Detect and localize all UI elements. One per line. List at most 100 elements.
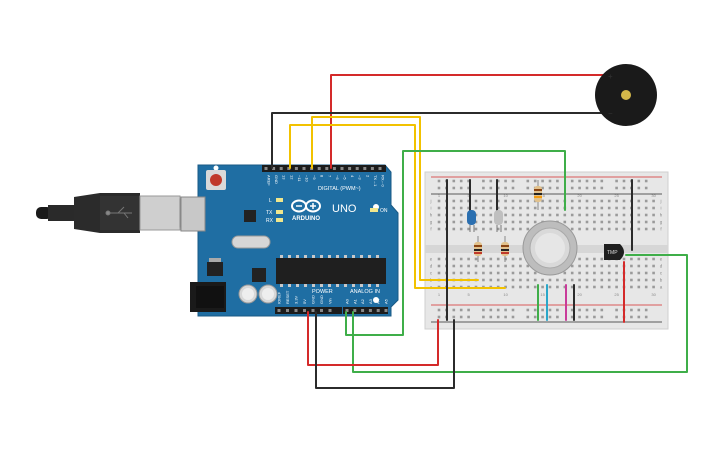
digital-pin	[302, 167, 306, 170]
rail-hole	[570, 179, 574, 183]
breadboard-hole	[511, 285, 515, 289]
breadboard-hole	[474, 271, 478, 275]
column-number: 30	[651, 292, 656, 297]
rail-hole	[600, 186, 604, 190]
rail-hole	[459, 315, 463, 319]
column-number: 5	[467, 292, 470, 297]
breadboard-hole	[585, 264, 589, 268]
analog-pin-label: A5	[384, 298, 389, 304]
breadboard-hole	[622, 257, 626, 261]
temp-sensor-label: TMP	[607, 250, 618, 256]
breadboard-hole	[541, 213, 544, 217]
power-pin-label: GND	[311, 295, 316, 304]
breadboard-hole	[630, 278, 633, 282]
wire-buzzer-black	[271, 112, 606, 169]
led-rx-label: RX	[266, 218, 274, 224]
breadboard-hole	[644, 206, 648, 210]
rail-hole	[452, 315, 456, 319]
power-pin	[328, 309, 332, 312]
row-letter: j	[430, 199, 432, 204]
rail-hole	[489, 308, 493, 312]
breadboard-hole	[644, 271, 648, 275]
breadboard-hole	[452, 199, 456, 203]
breadboard-hole	[585, 257, 589, 261]
breadboard-hole	[437, 220, 441, 224]
rail-hole	[467, 315, 470, 319]
column-number: 20	[577, 292, 582, 297]
rail-hole	[496, 179, 500, 183]
row-letter: g	[430, 220, 433, 225]
breadboard-hole	[556, 285, 559, 289]
breadboard-hole	[644, 264, 648, 268]
digital-label: DIGITAL (PWM~)	[318, 186, 361, 192]
breadboard-hole	[593, 199, 596, 203]
breadboard-hole	[593, 278, 596, 282]
breadboard-hole	[533, 220, 537, 224]
rail-hole	[511, 315, 515, 319]
breadboard-hole	[548, 278, 552, 282]
digital-pin	[294, 167, 298, 170]
digital-pin-label: AREF	[267, 175, 272, 186]
rail-hole	[548, 315, 552, 319]
breadboard-hole	[541, 206, 544, 210]
breadboard-hole	[556, 278, 559, 282]
breadboard-hole	[511, 271, 515, 275]
breadboard-hole	[482, 213, 485, 217]
rail-hole	[630, 315, 633, 319]
rail-hole	[467, 179, 470, 183]
power-pin	[311, 309, 315, 312]
wire-green-1	[345, 150, 566, 336]
breadboard-hole	[593, 220, 596, 224]
resistor-3	[534, 180, 542, 210]
temperature-sensor: TMP	[604, 244, 624, 260]
breadboard-hole	[504, 264, 507, 268]
rail-hole	[511, 308, 515, 312]
breadboard-hole	[489, 271, 493, 275]
rail-hole	[541, 315, 544, 319]
rail-hole	[526, 186, 530, 190]
breadboard-hole	[570, 206, 574, 210]
breadboard-hole	[593, 285, 596, 289]
svg-text:−: −	[608, 109, 613, 118]
breadboard-hole	[600, 213, 604, 217]
breadboard-hole	[459, 257, 463, 261]
breadboard-hole	[467, 264, 470, 268]
row-letter: e	[430, 257, 433, 262]
breadboard-hole	[607, 285, 611, 289]
breadboard-hole	[474, 264, 478, 268]
breadboard-hole	[452, 264, 456, 268]
analog-pin-label: A2	[360, 298, 365, 304]
digital-pin	[340, 167, 344, 170]
breadboard-hole	[607, 278, 611, 282]
breadboard-hole	[526, 199, 530, 203]
breadboard-hole	[600, 227, 604, 231]
rail-hole	[548, 186, 552, 190]
breadboard-hole	[533, 285, 537, 289]
piezo-buzzer: + −	[595, 64, 657, 126]
breadboard-hole	[519, 220, 522, 224]
breadboard-hole	[578, 213, 581, 217]
breadboard-hole	[652, 213, 655, 217]
breadboard-hole	[585, 220, 589, 224]
digital-pin	[370, 167, 374, 170]
breadboard-hole	[467, 257, 470, 261]
breadboard-hole	[437, 213, 441, 217]
digital-pin	[264, 167, 268, 170]
digital-pin-label: ~5	[343, 175, 348, 180]
breadboard-hole	[459, 199, 463, 203]
rail-hole	[511, 186, 515, 190]
rail-hole	[578, 186, 581, 190]
digital-pin	[378, 167, 382, 170]
breadboard-hole	[593, 271, 596, 275]
power-pin-label: 5V	[302, 299, 307, 304]
digital-pin	[355, 167, 359, 170]
breadboard-hole	[622, 199, 626, 203]
rail-hole	[615, 186, 618, 190]
rail-hole	[482, 186, 485, 190]
rail-hole	[437, 308, 441, 312]
breadboard-hole	[637, 257, 641, 261]
breadboard-hole	[452, 206, 456, 210]
breadboard-hole	[600, 199, 604, 203]
column-number: 30	[651, 193, 656, 198]
board-model: UNO	[332, 203, 357, 215]
